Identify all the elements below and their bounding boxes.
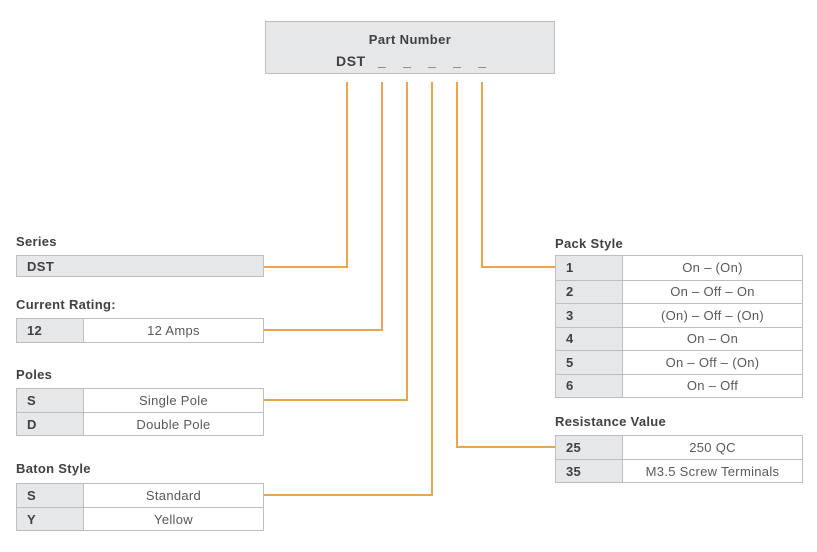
part-number-code: DST _ _ _ _ _ — [266, 53, 554, 71]
value-cell: On – Off — [686, 378, 739, 394]
connector-series-horizontal — [264, 266, 346, 268]
connector-poles-horizontal — [264, 399, 406, 401]
pack-style-label: Pack Style — [555, 236, 624, 251]
key-cell: 25 — [556, 436, 623, 459]
key-cell: 5 — [556, 351, 623, 374]
current-rating-label: Current Rating: — [16, 297, 116, 312]
poles-label: Poles — [16, 367, 53, 382]
part-number-box: Part Number DST _ _ _ _ _ — [265, 21, 555, 74]
connector-current-rating-vertical — [381, 82, 383, 331]
key-cell: 3 — [556, 304, 623, 327]
table-row: 6 On – Off — [556, 373, 802, 397]
value-cell: On – (On) — [682, 260, 743, 276]
key-cell: 2 — [556, 280, 623, 303]
series-label: Series — [16, 234, 57, 249]
part-number-title: Part Number — [368, 32, 452, 47]
table-row: 2 On – Off – On — [556, 279, 802, 303]
key-cell: 4 — [556, 327, 623, 350]
key-cell: S — [17, 484, 84, 507]
baton-style-label: Baton Style — [16, 461, 91, 476]
pack-style-table: 1 On – (On) 2 On – Off – On 3 (On) – Off… — [555, 255, 803, 398]
table-row: S Single Pole — [17, 389, 263, 412]
part-number-blank: _ — [403, 53, 411, 69]
value-cell: On – Off – (On) — [665, 354, 760, 370]
value-cell: Double Pole — [136, 416, 211, 432]
key-cell: S — [17, 389, 84, 412]
key-cell: 12 — [17, 319, 84, 342]
poles-table: S Single Pole D Double Pole — [16, 388, 264, 436]
value-cell: Yellow — [154, 511, 193, 527]
value-cell: Standard — [145, 488, 202, 503]
current-rating-table: 12 12 Amps — [16, 318, 264, 343]
value-cell: On – On — [686, 331, 739, 347]
connector-baton-style-vertical — [431, 82, 433, 496]
connector-series-vertical — [346, 82, 348, 268]
key-cell: 35 — [556, 460, 623, 482]
part-number-blank: _ — [378, 53, 386, 69]
connector-pack-style-vertical — [481, 82, 483, 268]
part-number-blank: _ — [478, 53, 486, 69]
key-cell: Y — [17, 508, 84, 530]
connector-pack-style-horizontal — [481, 266, 555, 268]
table-row: 4 On – On — [556, 326, 802, 350]
table-row: 25 250 QC — [556, 436, 802, 459]
value-cell: On – Off – On — [670, 284, 755, 300]
table-row: D Double Pole — [17, 412, 263, 435]
connector-resistance-value-horizontal — [456, 446, 555, 448]
part-number-prefix: DST — [336, 53, 366, 69]
table-row: 12 12 Amps — [17, 319, 263, 342]
connector-resistance-value-vertical — [456, 82, 458, 448]
key-cell: D — [17, 413, 84, 435]
value-cell: 12 Amps — [147, 323, 200, 338]
part-number-blank: _ — [428, 53, 436, 69]
value-cell: (On) – Off – (On) — [660, 307, 765, 323]
table-row: 5 On – Off – (On) — [556, 350, 802, 374]
table-row: Y Yellow — [17, 507, 263, 530]
part-number-blank: _ — [453, 53, 461, 69]
connector-current-rating-horizontal — [264, 329, 381, 331]
connector-baton-style-horizontal — [264, 494, 431, 496]
table-row: 3 (On) – Off – (On) — [556, 303, 802, 327]
value-cell: M3.5 Screw Terminals — [645, 463, 780, 479]
connector-poles-vertical — [406, 82, 408, 401]
value-cell: Single Pole — [138, 393, 209, 408]
key-cell: 1 — [556, 256, 623, 280]
key-cell: 6 — [556, 374, 623, 397]
baton-style-table: S Standard Y Yellow — [16, 483, 264, 531]
table-row: 1 On – (On) — [556, 256, 802, 280]
resistance-value-label: Resistance Value — [555, 414, 667, 429]
value-cell: 250 QC — [689, 440, 736, 455]
series-code-cell: DST — [16, 255, 264, 277]
resistance-value-table: 25 250 QC 35 M3.5 Screw Terminals — [555, 435, 803, 483]
table-row: 35 M3.5 Screw Terminals — [556, 459, 802, 482]
table-row: S Standard — [17, 484, 263, 507]
